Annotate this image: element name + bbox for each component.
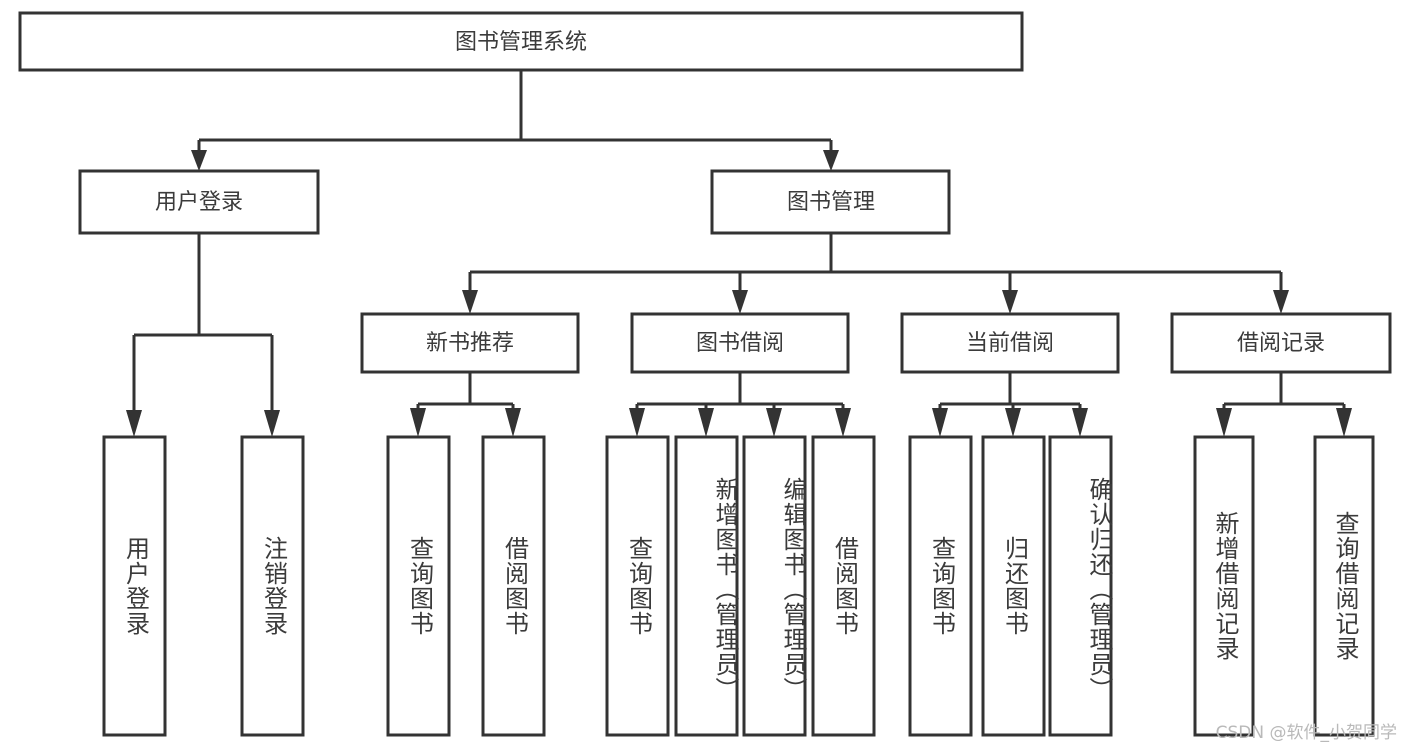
node-book-borrow[interactable]: 图书借阅 [630, 312, 850, 374]
arrow-head-leaf-return-book [1005, 408, 1021, 437]
node-new-book-recommend[interactable]: 新书推荐 [360, 312, 580, 374]
node-book-management-label: 图书管理 [787, 190, 875, 215]
leaf-box-borrow-book-1[interactable] [481, 435, 546, 737]
arrow-head-leaf-add-book [698, 408, 714, 437]
node-root-box[interactable] [18, 11, 1024, 72]
leaf-box-borrow-book-2[interactable] [811, 435, 876, 737]
node-user-login-box[interactable] [78, 169, 320, 235]
arrow-head-leaf-edit-book [766, 408, 782, 437]
leaf-box-add-book[interactable] [674, 435, 739, 737]
arrow-head-leaf-borrow-book-1 [505, 408, 521, 437]
arrow-head-book-borrow [732, 290, 748, 314]
node-new-book-recommend-box[interactable] [360, 312, 580, 374]
arrow-head-leaf-borrow-book-2 [835, 408, 851, 437]
leaf-box-query-record[interactable] [1313, 435, 1375, 737]
node-root-system[interactable]: 图书管理系统 [18, 11, 1024, 72]
arrow-head-leaf-query-book-1 [410, 408, 426, 437]
node-borrow-record-label: 借阅记录 [1237, 331, 1325, 356]
arrow-head-current-borrow [1002, 290, 1018, 314]
leaf-box-confirm-return[interactable] [1048, 435, 1113, 737]
node-new-book-recommend-label: 新书推荐 [426, 331, 514, 356]
connector-group [126, 70, 1352, 437]
node-book-management[interactable]: 图书管理 [710, 169, 951, 235]
arrow-head-to-book-management [823, 150, 839, 171]
leaf-box-query-book-1[interactable] [386, 435, 451, 737]
leaf-box-query-book-3[interactable] [908, 435, 973, 737]
node-book-management-box[interactable] [710, 169, 951, 235]
leaf-box-edit-book[interactable] [742, 435, 807, 737]
node-current-borrow-label: 当前借阅 [966, 331, 1054, 356]
node-current-borrow[interactable]: 当前借阅 [900, 312, 1120, 374]
node-borrow-record[interactable]: 借阅记录 [1170, 312, 1392, 374]
node-borrow-record-box[interactable] [1170, 312, 1392, 374]
arrow-head-new-book-recommend [462, 290, 478, 314]
arrow-head-leaf-add-record [1216, 408, 1232, 437]
node-book-borrow-box[interactable] [630, 312, 850, 374]
arrow-head-to-user-login [191, 150, 207, 171]
arrow-head-leaf-query-book-3 [932, 408, 948, 437]
node-user-login[interactable]: 用户登录 [78, 169, 320, 235]
arrow-head-leaf-logout [264, 410, 280, 437]
arrow-head-leaf-query-record [1336, 408, 1352, 437]
node-user-login-label: 用户登录 [155, 190, 243, 215]
leaf-box-logout[interactable] [240, 435, 305, 737]
arrow-head-leaf-query-book-2 [629, 408, 645, 437]
node-book-borrow-label: 图书借阅 [696, 331, 784, 356]
leaf-box-query-book-2[interactable] [605, 435, 670, 737]
node-root-label: 图书管理系统 [455, 30, 587, 55]
arrow-head-leaf-user-login [126, 410, 142, 437]
leaf-box-return-book[interactable] [981, 435, 1046, 737]
leaf-box-add-record[interactable] [1193, 435, 1255, 737]
node-current-borrow-box[interactable] [900, 312, 1120, 374]
arrow-head-leaf-confirm-return [1072, 408, 1088, 437]
watermark-text: CSDN @软件_小贺同学 [1215, 723, 1397, 743]
leaf-box-user-login[interactable] [102, 435, 167, 737]
arrow-head-borrow-record [1273, 290, 1289, 314]
